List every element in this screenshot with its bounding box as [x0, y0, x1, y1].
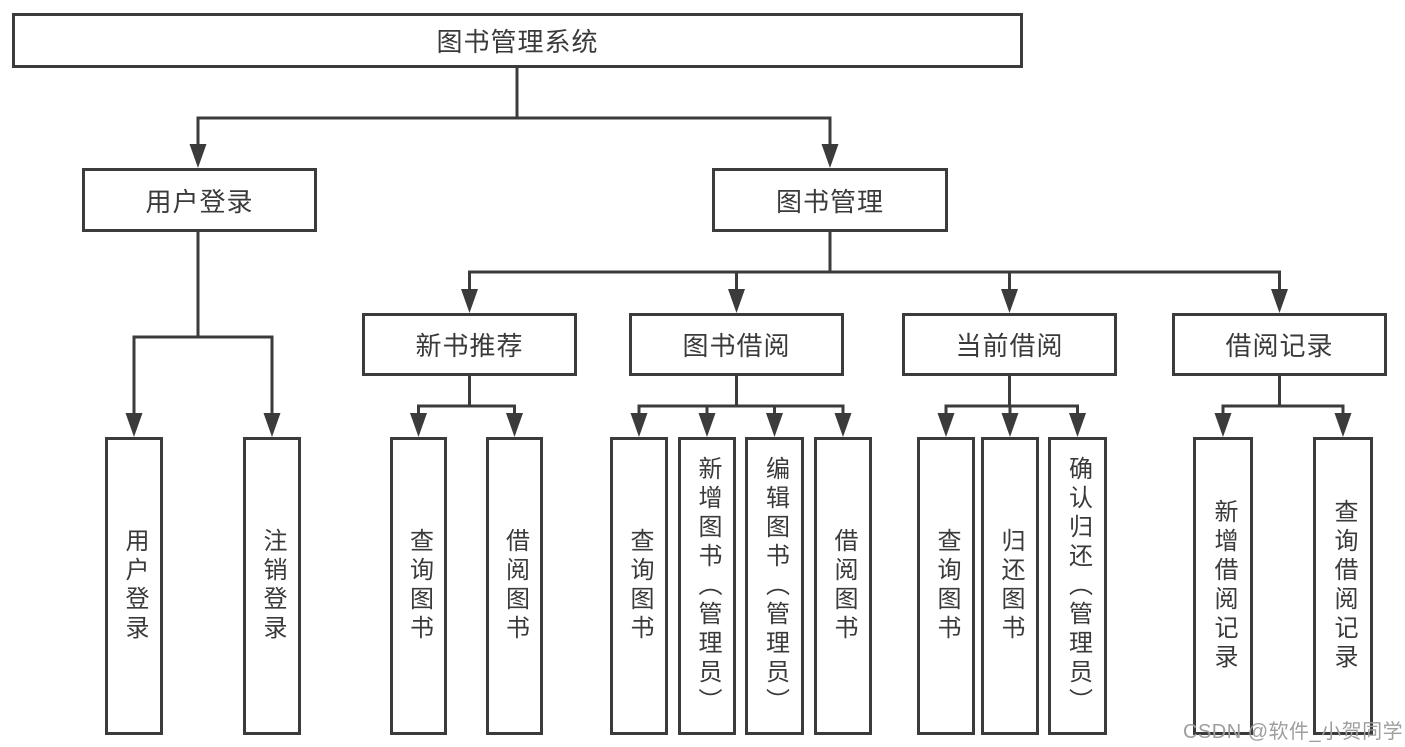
leaf-label: 编辑图书（管理员）	[761, 455, 789, 717]
leaf-label: 查询图书	[405, 528, 433, 644]
node-label: 用户登录	[145, 186, 254, 217]
node-label: 新书推荐	[415, 331, 524, 361]
leaf-confirm-return-admin: 确认归还（管理员）	[1048, 437, 1107, 735]
leaf-label: 新增图书（管理员）	[694, 455, 721, 717]
leaf-label: 用户登录	[121, 528, 148, 644]
leaf-add-borrow-record: 新增借阅记录	[1193, 437, 1253, 735]
leaf-label: 确认归还（管理员）	[1064, 455, 1092, 717]
leaf-borrow-books-1: 借阅图书	[486, 437, 543, 735]
leaf-query-borrow-record: 查询借阅记录	[1313, 437, 1373, 735]
node-label: 图书管理	[775, 186, 884, 217]
leaf-label: 查询借阅记录	[1330, 499, 1357, 673]
node-label: 图书管理系统	[436, 27, 599, 57]
leaf-query-books-3: 查询图书	[917, 437, 975, 735]
csdn-watermark: CSDN @软件_小贺同学	[1183, 721, 1404, 743]
leaf-user-login: 用户登录	[105, 437, 163, 735]
leaf-query-books-1: 查询图书	[390, 437, 447, 735]
leaf-label: 归还图书	[997, 528, 1024, 644]
leaf-edit-books-admin: 编辑图书（管理员）	[745, 437, 804, 735]
node-label: 图书借阅	[682, 331, 791, 361]
leaf-add-books-admin: 新增图书（管理员）	[678, 437, 736, 735]
leaf-query-books-2: 查询图书	[610, 437, 668, 735]
node-label: 当前借阅	[955, 331, 1064, 361]
leaf-label: 借阅图书	[501, 528, 529, 644]
leaf-label: 新增借阅记录	[1210, 499, 1237, 673]
node-new-book-recommendation: 新书推荐	[362, 313, 577, 376]
leaf-label: 借阅图书	[830, 528, 857, 644]
node-book-management: 图书管理	[712, 168, 948, 232]
node-user-login: 用户登录	[82, 168, 317, 232]
leaf-label: 查询图书	[626, 528, 653, 644]
node-current-borrowing: 当前借阅	[902, 313, 1117, 376]
connectors	[125, 68, 1352, 437]
leaf-logout: 注销登录	[243, 437, 301, 735]
leaf-borrow-books-2: 借阅图书	[814, 437, 872, 735]
leaf-return-books: 归还图书	[981, 437, 1039, 735]
node-borrowing-records: 借阅记录	[1172, 313, 1387, 376]
leaf-label: 注销登录	[259, 528, 286, 644]
node-book-borrowing: 图书借阅	[629, 313, 844, 376]
node-library-system: 图书管理系统	[12, 13, 1023, 68]
node-label: 借阅记录	[1225, 331, 1334, 361]
leaf-label: 查询图书	[933, 528, 960, 644]
